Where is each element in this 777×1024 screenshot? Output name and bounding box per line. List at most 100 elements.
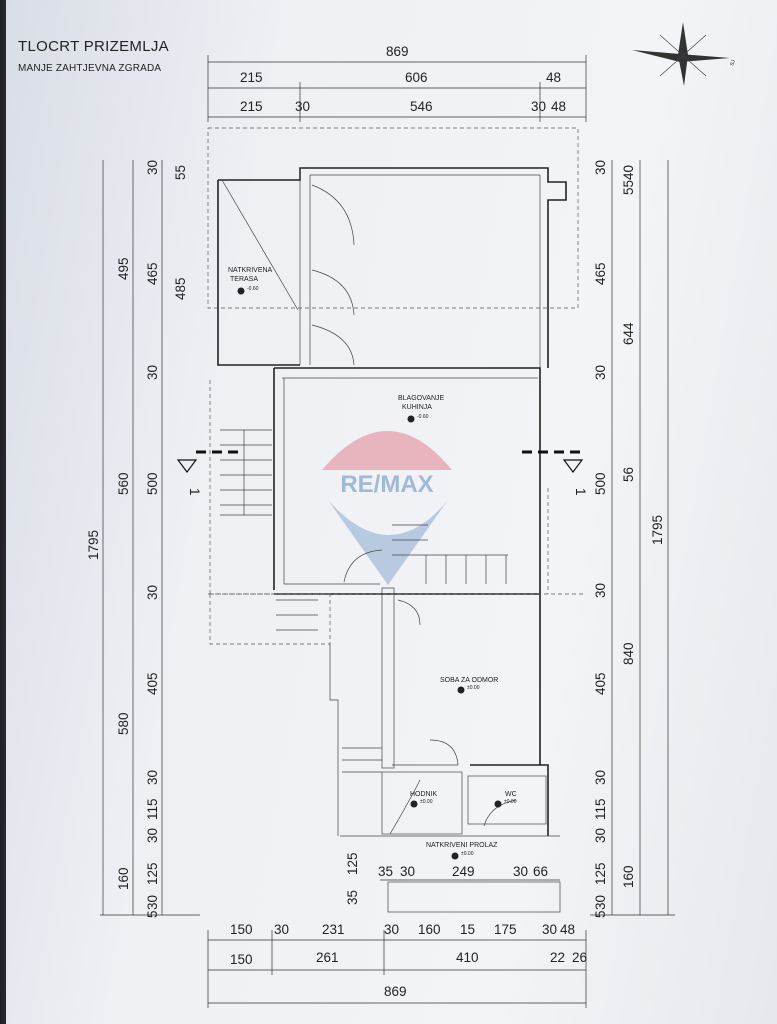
level-marker-icon xyxy=(407,415,415,423)
dim-left-l: 115 xyxy=(145,798,160,820)
dim-left-a: 495 xyxy=(116,257,131,280)
dim-left-c: 580 xyxy=(116,712,131,735)
dim-left-r: 485 xyxy=(173,277,188,300)
dim-right-l: 30 xyxy=(593,895,608,910)
dim-left-i: 30 xyxy=(145,585,160,600)
dim-right-n: 644 xyxy=(621,322,636,345)
plan-title: TLOCRT PRIZEMLJA xyxy=(18,38,169,55)
dim-left-p: 30 xyxy=(145,895,160,910)
dim-top-c: 48 xyxy=(546,70,561,85)
dim-bot-f: 15 xyxy=(460,922,475,937)
dim-bot-c: 231 xyxy=(322,922,345,937)
level-marker-icon xyxy=(451,852,459,860)
dim-left-n: 125 xyxy=(145,862,160,885)
north-arrow-icon: SJ xyxy=(632,22,737,86)
section-cut-left: 1 xyxy=(176,450,240,496)
dim-right-k: 5 xyxy=(593,910,608,918)
room-label: NATKRIVENI PROLAZ xyxy=(426,842,498,849)
room-label: SOBA ZA ODMOR xyxy=(440,677,498,684)
dim-top-total: 869 xyxy=(386,44,409,59)
dim-top-b: 606 xyxy=(405,70,428,85)
dim-right-p: 840 xyxy=(621,642,636,665)
dim-right-q: 160 xyxy=(621,865,636,888)
dim-right-b: 465 xyxy=(593,262,608,285)
level-marker-icon xyxy=(494,800,502,808)
dim-bot-total: 869 xyxy=(384,984,407,999)
dim-left-f: 465 xyxy=(145,262,160,285)
dim-left-o: 5 xyxy=(145,910,160,918)
inner-bottom-dimensions: 35 30 249 30 66 xyxy=(378,864,561,913)
room-label: NATKRIVENA xyxy=(228,267,273,274)
room-wc: WC ±0.00 xyxy=(494,791,517,808)
stairs-left xyxy=(220,429,272,516)
floor-plan-walls xyxy=(207,127,586,837)
paper xyxy=(6,0,777,1024)
dim-left-g: 30 xyxy=(145,365,160,380)
dim-left-total: 1795 xyxy=(86,530,101,560)
watermark-text: RE/MAX xyxy=(340,471,433,498)
dim-top-a: 215 xyxy=(240,70,263,85)
dim-right-f: 405 xyxy=(593,672,608,695)
room-bedroom: SOBA ZA ODMOR ±0.00 xyxy=(440,677,498,694)
dim-bot-g: 175 xyxy=(494,922,517,937)
stairs-outdoor xyxy=(276,599,382,773)
dim-left-q: 55 xyxy=(173,165,188,180)
room-label: HODNIK xyxy=(410,791,438,798)
dim-inner-c: 249 xyxy=(452,864,475,879)
dim-left-b: 560 xyxy=(116,472,131,495)
dim-inner-b: 30 xyxy=(400,864,415,879)
room-label: BLAGOVANJE xyxy=(398,395,444,402)
level-marker-icon xyxy=(237,287,245,295)
room-level: -0.60 xyxy=(247,286,259,292)
level-marker-icon xyxy=(410,800,418,808)
room-hallway: HODNIK ±0.00 xyxy=(410,791,438,808)
dim-left-s: 125 xyxy=(345,852,360,875)
dim-top-f: 546 xyxy=(410,99,433,114)
dim-bot-m: 22 xyxy=(550,950,565,965)
dim-top-g: 30 xyxy=(531,99,546,114)
dim-bot-j: 150 xyxy=(230,952,253,967)
dim-bot-i: 48 xyxy=(560,922,575,937)
plan-subtitle: MANJE ZAHTJEVNA ZGRADA xyxy=(18,63,162,74)
dim-right-total: 1795 xyxy=(650,515,665,545)
bottom-dimensions: 150 30 231 30 160 15 175 30 48 150 261 4… xyxy=(207,922,587,1008)
dim-left-t: 35 xyxy=(345,890,360,905)
dim-bot-b: 30 xyxy=(274,922,289,937)
dim-left-m: 30 xyxy=(145,828,160,843)
dim-bot-d: 30 xyxy=(384,922,399,937)
dim-left-j: 405 xyxy=(145,672,160,695)
dim-right-c: 30 xyxy=(593,365,608,380)
dim-bot-k: 261 xyxy=(316,950,339,965)
dim-left-d: 160 xyxy=(116,867,131,890)
dim-inner-a: 35 xyxy=(378,864,393,879)
dim-bot-e: 160 xyxy=(418,922,441,937)
section-label-left: 1 xyxy=(187,488,202,496)
dim-top-e: 30 xyxy=(295,99,310,114)
right-dimensions: 30 465 30 500 30 405 30 115 30 125 5 30 … xyxy=(590,160,675,918)
room-level: ±0.00 xyxy=(467,685,480,691)
room-level: -0.60 xyxy=(417,414,429,420)
dim-left-e: 30 xyxy=(145,160,160,175)
dim-right-m: 5540 xyxy=(621,165,636,195)
room-label-2: KUHINJA xyxy=(402,404,432,411)
dim-left-h: 500 xyxy=(145,472,160,495)
room-level: ±0.00 xyxy=(420,799,433,805)
dim-inner-d: 30 xyxy=(513,864,528,879)
dim-bot-n: 26 xyxy=(572,950,587,965)
dim-right-h: 115 xyxy=(593,798,608,820)
dim-right-e: 30 xyxy=(593,583,608,598)
watermark-balloon-bottom xyxy=(328,500,448,585)
remax-watermark: RE/MAX xyxy=(322,431,452,585)
dim-bot-l: 410 xyxy=(456,950,479,965)
room-label-2: TERASA xyxy=(230,276,258,283)
section-label-right: 1 xyxy=(573,488,588,496)
room-label: WC xyxy=(505,791,517,798)
room-level: ±0.00 xyxy=(504,799,517,805)
level-marker-icon xyxy=(457,686,465,694)
watermark-balloon-top xyxy=(322,431,452,470)
dim-right-a: 30 xyxy=(593,160,608,175)
dim-top-h: 48 xyxy=(551,99,566,114)
dim-right-d: 500 xyxy=(593,472,608,495)
